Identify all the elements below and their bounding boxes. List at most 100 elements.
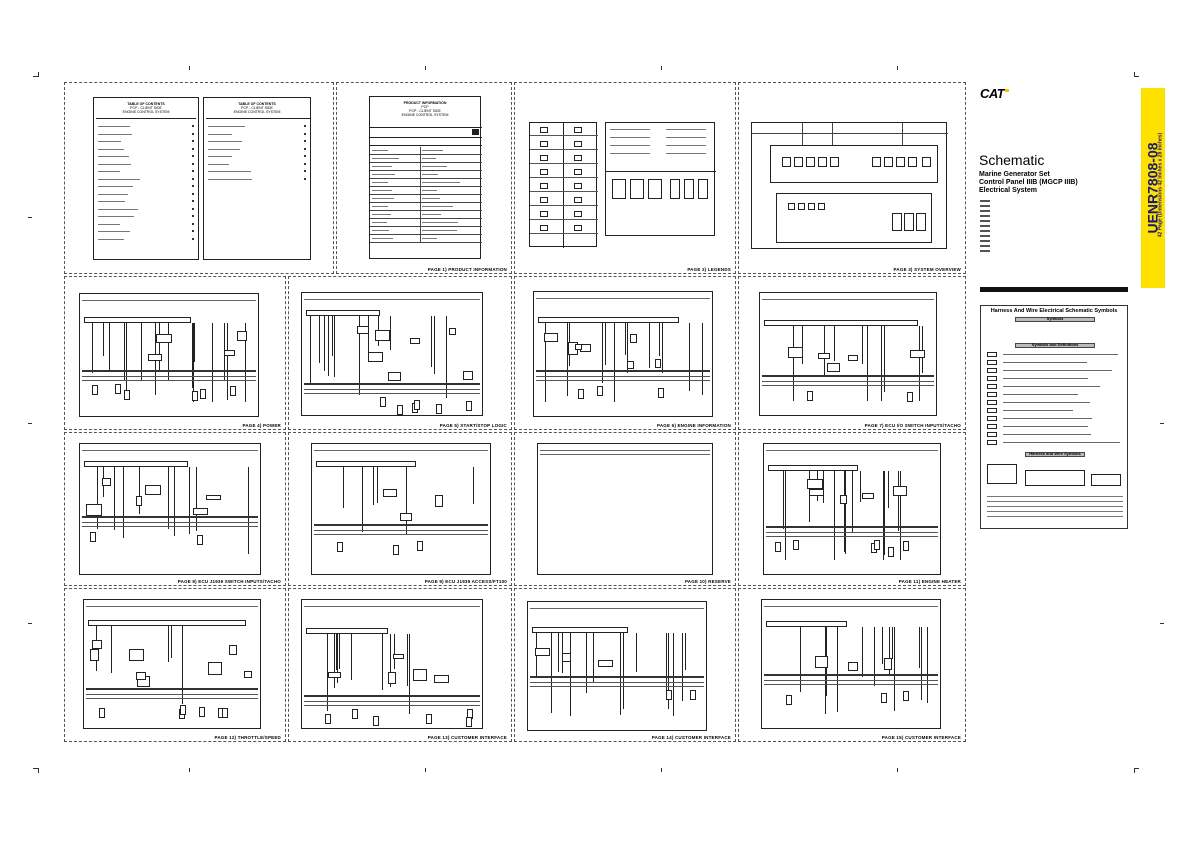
schematic-component	[574, 197, 582, 203]
schematic-component	[987, 400, 997, 405]
page-caption: PAGE 12) THROTTLE/SPEED	[214, 735, 281, 740]
crop-mark	[1160, 623, 1164, 624]
toc-subtitle: PCP - CLIENT SIDE	[241, 106, 273, 110]
schematic-line	[86, 606, 258, 607]
schematic-component	[574, 155, 582, 161]
schematic-line	[689, 323, 691, 392]
cat-logo: CAT	[980, 86, 1010, 101]
schematic-line	[824, 325, 826, 376]
schematic-line	[372, 206, 389, 207]
schematic-line	[372, 166, 392, 167]
page-start-stop-logic: PAGE 5) START/STOP LOGIC	[288, 276, 512, 430]
schematic-line	[902, 123, 903, 145]
crop-mark	[425, 768, 426, 772]
toc-title: TABLE OF CONTENTS	[127, 102, 165, 106]
schematic-line	[332, 315, 334, 357]
schematic-component	[893, 486, 908, 496]
schematic-line	[192, 230, 194, 232]
product-info-table: PRODUCT INFORMATION PCP PCP - CLIENT SID…	[369, 96, 482, 259]
schematic-line	[987, 506, 1123, 507]
schematic-line	[372, 222, 388, 223]
schematic-line	[82, 375, 256, 377]
schematic-component	[540, 169, 548, 175]
schematic-line	[193, 323, 195, 362]
schematic-line	[192, 125, 194, 127]
schematic-line	[98, 126, 131, 127]
schematic-component	[892, 213, 902, 231]
schematic-component	[768, 465, 859, 472]
page-caption: PAGE 10) RESERVE	[684, 579, 731, 584]
throttle-schematic	[83, 599, 261, 729]
schematic-line	[173, 466, 175, 537]
engine-heater-schematic	[763, 443, 941, 575]
schematic-component	[627, 360, 635, 369]
schematic-component	[466, 716, 473, 727]
schematic-component	[448, 328, 456, 335]
schematic-line	[530, 681, 704, 683]
schematic-line	[304, 392, 480, 394]
schematic-line	[980, 250, 990, 252]
schematic-component	[884, 658, 892, 670]
harness-symbols-legend: Harness And Wire Electrical Schematic Sy…	[980, 305, 1128, 529]
schematic-line	[1003, 370, 1113, 371]
customer-interface-schematic-1	[301, 599, 483, 729]
schematic-component	[356, 325, 369, 335]
schematic-line	[613, 323, 615, 402]
schematic-line	[393, 633, 395, 670]
crop-mark	[189, 66, 190, 70]
schematic-line	[980, 215, 990, 217]
schematic-component	[574, 225, 582, 231]
schematic-component	[916, 213, 926, 231]
schematic-line	[658, 323, 660, 357]
schematic-line	[800, 627, 802, 692]
schematic-component	[987, 360, 997, 365]
page-caption: PAGE 1) PRODUCT INFORMATION	[427, 267, 507, 272]
schematic-line	[304, 155, 306, 157]
schematic-line	[557, 633, 559, 672]
schematic-line	[987, 516, 1123, 517]
crop-mark	[661, 66, 662, 70]
schematic-line	[370, 194, 482, 195]
schematic-line	[102, 323, 104, 357]
legend-section-label: Symbols	[1046, 316, 1064, 321]
schematic-component	[243, 670, 252, 679]
crop-mark	[897, 768, 898, 772]
schematic-component	[830, 157, 839, 167]
schematic-line	[98, 163, 131, 165]
schematic-component	[575, 343, 582, 350]
schematic-line	[109, 323, 111, 370]
schematic-line	[530, 205, 598, 206]
schematic-component	[847, 661, 858, 672]
schematic-component	[906, 391, 913, 402]
schematic-line	[851, 471, 853, 533]
doc-meta	[1094, 86, 1095, 90]
schematic-line	[883, 325, 885, 393]
schematic-line	[530, 163, 598, 164]
schematic-line	[888, 471, 890, 509]
schematic-line	[373, 467, 375, 506]
schematic-line	[530, 149, 598, 150]
schematic-component	[392, 653, 404, 660]
schematic-line	[610, 145, 650, 146]
schematic-line	[138, 466, 140, 514]
schematic-line	[431, 315, 433, 367]
schematic-component	[987, 376, 997, 381]
schematic-line	[370, 226, 482, 227]
schematic-line	[406, 467, 408, 535]
schematic-line	[422, 214, 441, 215]
schematic-component	[208, 661, 223, 675]
crop-mark	[28, 423, 32, 424]
schematic-line	[98, 178, 140, 180]
schematic-line	[304, 170, 306, 172]
schematic-line	[304, 382, 480, 385]
schematic-component	[904, 213, 914, 231]
schematic-line	[304, 299, 480, 300]
schematic-component	[808, 488, 825, 496]
schematic-component	[987, 392, 997, 397]
schematic-line	[192, 222, 194, 225]
schematic-component	[987, 352, 997, 357]
schematic-line	[668, 633, 670, 709]
schematic-line	[530, 191, 598, 192]
schematic-component	[818, 203, 825, 210]
schematic-component	[136, 672, 146, 681]
